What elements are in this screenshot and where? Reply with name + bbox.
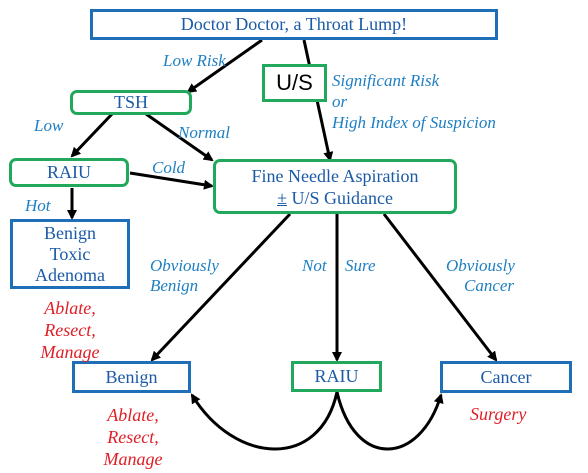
toxic-line2: Toxic — [49, 243, 91, 264]
label-normal: Normal — [178, 123, 230, 142]
label-sure: Sure — [345, 256, 376, 275]
toxic-line3: Adenoma — [35, 264, 105, 285]
raiu-bottom-text: RAIU — [314, 366, 359, 386]
arrow-title-to-tsh — [186, 38, 263, 94]
label-cold: Cold — [152, 158, 186, 177]
fna-line2: U/S Guidance — [291, 187, 393, 208]
label-significant-risk-1: Significant Risk — [332, 71, 440, 90]
tsh-text: TSH — [113, 92, 148, 112]
arrow-fna-to-benign — [150, 212, 292, 362]
fna-box: Fine Needle Aspiration ± U/S Guidance — [213, 159, 457, 214]
treatment-toxic-3: Manage — [40, 342, 100, 362]
fna-line2-wrap: ± U/S Guidance — [277, 187, 393, 209]
label-low: Low — [34, 116, 64, 135]
treatment-benign: Ablate, Resect, Manage — [91, 404, 175, 470]
plus-minus-symbol: ± — [277, 187, 287, 208]
treatment-cancer: Surgery — [470, 404, 527, 424]
benign-box: Benign — [72, 361, 191, 393]
arrow-raiu-to-fna — [129, 171, 214, 190]
title-box: Doctor Doctor, a Throat Lump! — [90, 9, 498, 40]
toxic-adenoma-box: Benign Toxic Adenoma — [10, 219, 130, 289]
label-not: Not — [302, 256, 327, 275]
arrow-fna-to-cancer — [382, 213, 498, 362]
tsh-box: TSH — [70, 90, 192, 115]
toxic-line1: Benign — [44, 222, 96, 243]
cancer-box: Cancer — [440, 361, 572, 393]
label-obviously-cancer-1: Obviously — [446, 256, 515, 275]
benign-text: Benign — [105, 366, 158, 387]
cancer-text: Cancer — [480, 366, 532, 387]
treatment-benign-2: Resect, — [107, 427, 159, 447]
treatment-benign-1: Ablate, — [107, 405, 159, 425]
us-text: U/S — [276, 70, 313, 95]
label-obviously-cancer-2: Cancer — [464, 276, 515, 295]
arrow-raiu-to-benign-curve — [190, 391, 339, 451]
label-significant-risk-2: or — [332, 92, 348, 111]
raiu-top-text: RAIU — [47, 162, 91, 182]
treatment-benign-3: Manage — [103, 449, 163, 469]
treatment-toxic-2: Resect, — [44, 320, 96, 340]
label-significant-risk-3: High Index of Suspicion — [332, 113, 496, 132]
raiu-top-box: RAIU — [9, 158, 129, 187]
arrow-tsh-to-raiu — [70, 112, 114, 158]
us-box: U/S — [262, 64, 327, 102]
arrow-tsh-to-fna — [145, 112, 214, 162]
treatment-toxic: Ablate, Resect, Manage — [28, 297, 112, 363]
raiu-bottom-box: RAIU — [291, 361, 382, 392]
fna-line1: Fine Needle Aspiration — [251, 165, 419, 186]
label-low-risk: Low Risk — [163, 51, 226, 70]
title-text: Doctor Doctor, a Throat Lump! — [180, 14, 408, 34]
label-hot: Hot — [25, 196, 51, 215]
label-obviously-benign-1: Obviously — [150, 256, 219, 275]
arrow-raiu-to-cancer-curve — [335, 391, 444, 451]
label-obviously-benign-2: Benign — [150, 276, 199, 295]
treatment-toxic-1: Ablate, — [44, 298, 96, 318]
